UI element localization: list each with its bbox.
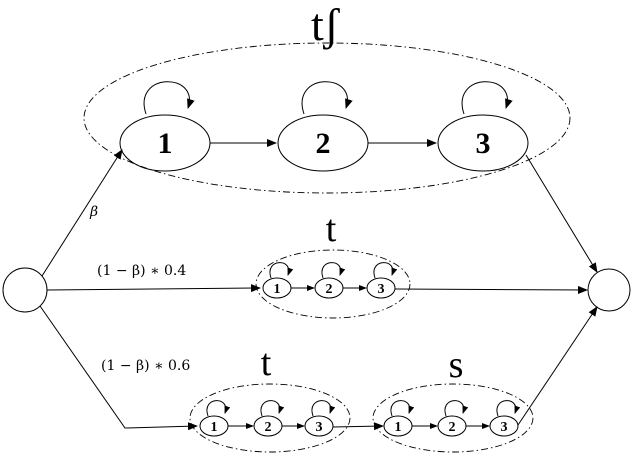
edge-start-to-middle <box>46 284 261 293</box>
group-top-label: tʃ <box>311 0 341 50</box>
group-bottom-left-label: t <box>261 342 272 384</box>
bottom-right-state-1-label: 1 <box>395 420 402 435</box>
bottom-left-state-2-self-loop <box>260 400 285 417</box>
top-state-1-label: 1 <box>158 127 173 160</box>
end-node <box>587 268 631 312</box>
edge-bottom-to-end <box>517 306 598 426</box>
group-middle-label: t <box>326 208 337 250</box>
top-state-3 <box>437 114 529 172</box>
bottom-right-state-2-label: 2 <box>449 420 456 435</box>
transition-label-bottom: (1 − β) ∗ 0.6 <box>101 358 190 374</box>
top-state-3-self-loop <box>461 81 513 115</box>
top-state-2-label: 2 <box>316 127 331 160</box>
group-top-boundary <box>83 42 571 194</box>
group-bottom-right-label: s <box>449 344 464 386</box>
bottom-left-state-3-self-loop <box>311 400 336 417</box>
top-state-1-self-loop <box>143 81 195 115</box>
bottom-right-state-3-label: 3 <box>501 420 508 435</box>
bottom-left-state-3 <box>304 415 334 437</box>
bottom-left-state-1-self-loop <box>206 400 231 417</box>
transition-label-top: β <box>89 204 98 220</box>
middle-state-1-label: 1 <box>274 282 281 297</box>
edge-start-to-bottom <box>39 305 198 431</box>
edge-middle-to-end <box>394 285 588 294</box>
group-bottom-right-boundary <box>372 383 534 453</box>
bottom-right-state-3 <box>489 415 519 437</box>
middle-state-2-label: 2 <box>326 282 333 297</box>
middle-state-3-label: 3 <box>378 282 385 297</box>
middle-state-2-self-loop <box>321 262 346 279</box>
bottom-right-state-2-self-loop <box>444 400 469 417</box>
middle-state-3 <box>366 277 396 299</box>
bottom-left-state-3-label: 3 <box>316 420 323 435</box>
group-middle-boundary <box>255 249 411 319</box>
top-state-2-self-loop <box>301 81 353 115</box>
bottom-right-state-1-self-loop <box>390 400 415 417</box>
middle-state-3-self-loop <box>373 262 398 279</box>
bottom-right-state-3-self-loop <box>496 400 521 417</box>
transition-label-middle: (1 − β) ∗ 0.4 <box>97 263 186 279</box>
bottom-left-state-2-label: 2 <box>265 420 272 435</box>
edge-start-to-top <box>41 149 123 277</box>
bottom-left-state-1-label: 1 <box>211 420 218 435</box>
group-bottom-left-boundary <box>189 383 351 453</box>
top-state-3-label: 3 <box>476 127 491 160</box>
start-node <box>2 267 48 313</box>
edge-bottom-left-to-bottom-right <box>332 422 384 431</box>
middle-state-1-self-loop <box>269 262 294 279</box>
edge-top-to-end <box>525 154 598 273</box>
